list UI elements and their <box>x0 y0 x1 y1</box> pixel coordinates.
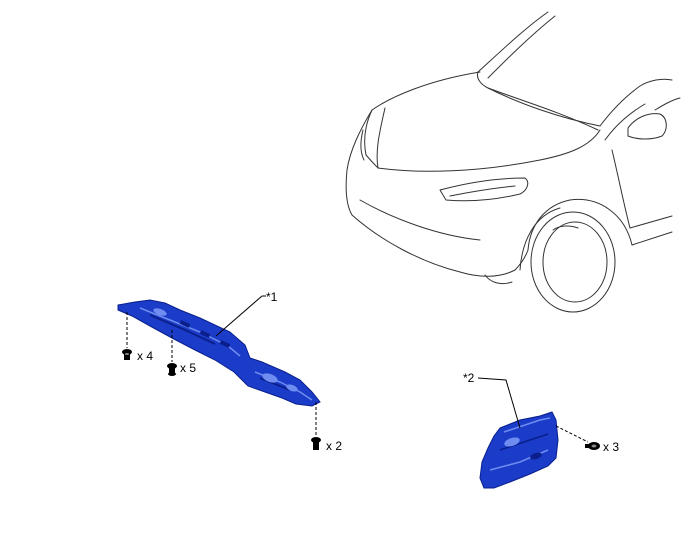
quantity-left-clip: x 4 <box>137 349 153 363</box>
vehicle-front-illustration <box>345 11 681 313</box>
callout-part-1: *1 <box>266 290 278 304</box>
clip-icon <box>122 349 132 360</box>
quantity-mid-clip: x 5 <box>180 361 196 375</box>
clip-icon <box>167 363 177 376</box>
dashed-leader-side-screw <box>555 425 589 443</box>
screw-icon <box>585 442 600 450</box>
leader-line-part-2 <box>477 377 521 429</box>
quantity-right-bolt: x 2 <box>326 439 342 453</box>
quantity-side-screw: x 3 <box>603 440 619 454</box>
engine-under-cover-part-1 <box>117 299 321 407</box>
fender-cover-part-2 <box>479 411 559 489</box>
leader-line-part-1 <box>215 295 263 337</box>
callout-part-2: *2 <box>463 371 475 385</box>
bolt-icon <box>311 437 321 450</box>
